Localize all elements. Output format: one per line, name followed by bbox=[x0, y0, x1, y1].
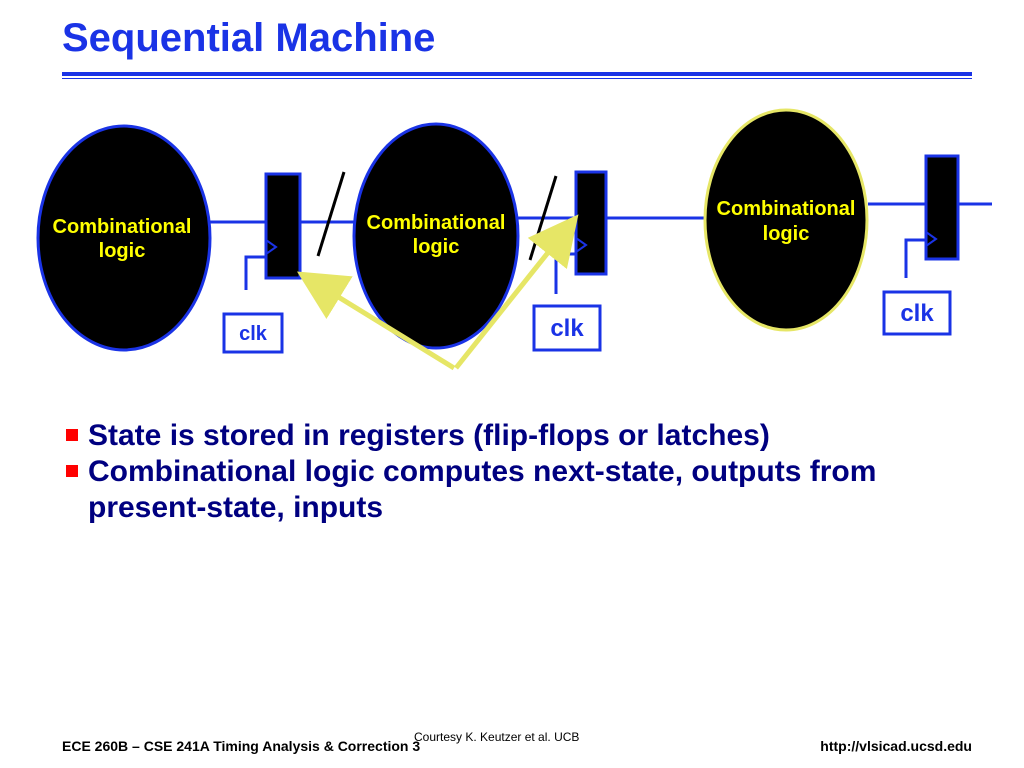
title-divider-thin bbox=[62, 78, 972, 79]
combinational-logic-block: Combinational logic bbox=[36, 124, 212, 352]
bus-slash-1 bbox=[316, 171, 346, 257]
bullet-text: State is stored in registers (flip-flops… bbox=[88, 419, 770, 452]
highlight-arrow-right bbox=[454, 214, 579, 370]
clock-label: clk bbox=[900, 300, 934, 327]
highlight-arrow-left bbox=[296, 271, 456, 371]
combinational-logic-block: Combinational logic bbox=[703, 108, 869, 332]
clock-input: clk bbox=[222, 312, 284, 354]
bullet-item: Combinational logic computes next-state,… bbox=[66, 454, 966, 526]
block-label-line2: logic bbox=[413, 236, 460, 258]
combinational-logic-block: Combinational logic bbox=[352, 122, 520, 350]
register bbox=[244, 172, 302, 290]
register bbox=[554, 170, 608, 294]
clock-label: clk bbox=[550, 315, 584, 342]
clock-input: clk bbox=[882, 290, 952, 336]
block-label-line1: Combinational bbox=[367, 212, 506, 234]
bullet-square-icon bbox=[66, 465, 78, 477]
block-label-line1: Combinational bbox=[717, 198, 856, 220]
title-divider bbox=[62, 72, 972, 76]
page-title: Sequential Machine bbox=[62, 16, 436, 60]
clock-input: clk bbox=[532, 304, 602, 352]
footer-credit: Courtesy K. Keutzer et al. UCB bbox=[414, 730, 580, 744]
bullet-item: State is stored in registers (flip-flops… bbox=[66, 418, 966, 454]
block-label-line1: Combinational bbox=[53, 216, 192, 238]
clock-label: clk bbox=[239, 323, 268, 345]
block-label-line2: logic bbox=[763, 223, 810, 245]
footer-course: ECE 260B – CSE 241A Timing Analysis & Co… bbox=[62, 738, 421, 754]
register bbox=[904, 154, 960, 278]
bullet-list: State is stored in registers (flip-flops… bbox=[66, 418, 966, 526]
block-label-line2: logic bbox=[99, 240, 146, 262]
bullet-square-icon bbox=[66, 429, 78, 441]
sequential-machine-diagram: Combinational logic Combinational logic … bbox=[36, 108, 992, 371]
bullet-text: Combinational logic computes next-state,… bbox=[88, 455, 877, 524]
footer-url: http://vlsicad.ucsd.edu bbox=[820, 738, 972, 754]
